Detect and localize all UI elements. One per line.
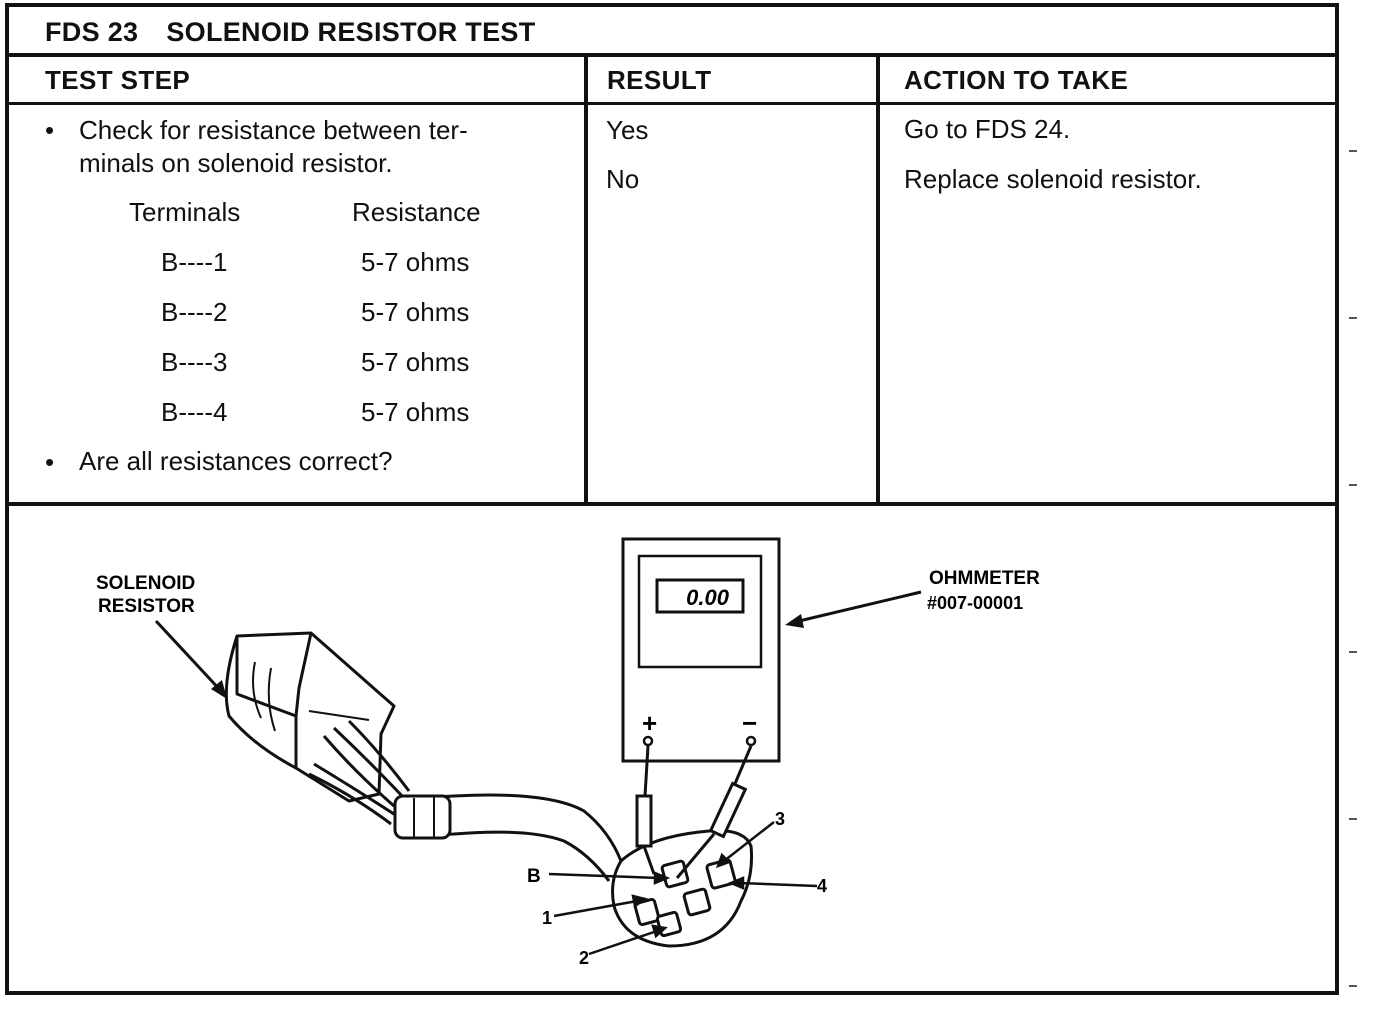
solenoid-pointer-arrow xyxy=(154,619,227,699)
action-no: Replace solenoid resistor. xyxy=(904,164,1202,194)
instruction-line-1: Check for resistance between ter- xyxy=(79,115,468,145)
test-step-question: Are all resistances correct? xyxy=(79,446,393,476)
resistance-cell: 5-7 ohms xyxy=(361,347,470,377)
ohmmeter-model-label: #007-00001 xyxy=(927,593,1023,613)
terminal-3-label: 3 xyxy=(775,809,785,829)
header-action: ACTION TO TAKE xyxy=(904,65,1129,95)
margin-tick xyxy=(1349,818,1357,820)
resistance-header: Resistance xyxy=(352,197,481,227)
ohmmeter-display xyxy=(655,578,745,614)
instruction-line-2: minals on solenoid resistor. xyxy=(79,148,393,178)
terminal-1-label: 1 xyxy=(542,908,552,928)
margin-tick xyxy=(1349,484,1357,486)
column-divider-2 xyxy=(876,55,880,504)
terminal-b-label: B xyxy=(527,866,541,887)
action-yes: Go to FDS 24. xyxy=(904,114,1071,144)
positive-jack xyxy=(642,735,654,747)
negative-terminal-label: − xyxy=(742,708,757,738)
document-title: FDS 23 SOLENOID RESISTOR TEST xyxy=(45,17,536,48)
terminals-cell: B----2 xyxy=(161,297,228,327)
positive-terminal-label: + xyxy=(642,708,657,738)
ohmmeter-label: OHMMETER xyxy=(929,568,1040,589)
result-no: No xyxy=(606,164,640,194)
test-leads xyxy=(635,745,753,879)
margin-tick xyxy=(1349,317,1357,319)
terminals-header: Terminals xyxy=(129,197,241,227)
resistance-cell: 5-7 ohms xyxy=(361,247,470,277)
terminal-2-label: 2 xyxy=(579,948,589,968)
resistance-cell: 5-7 ohms xyxy=(361,397,470,427)
ohmmeter-test-diagram: SOLENOID RESISTOR OHMMETER #007-00001 xyxy=(96,537,1040,968)
header-test-step: TEST STEP xyxy=(45,65,191,95)
document-title-text: SOLENOID RESISTOR TEST xyxy=(166,17,536,47)
header-result: RESULT xyxy=(607,65,712,95)
ohmmeter-pointer-arrow xyxy=(785,590,922,628)
ohmmeter-reading: 0.00 xyxy=(686,585,730,610)
negative-jack xyxy=(745,735,757,747)
solenoid-label: RESISTOR xyxy=(98,596,195,617)
harness-connector xyxy=(611,829,753,948)
terminals-cell: B----1 xyxy=(161,247,228,277)
terminals-cell: B----4 xyxy=(161,397,228,427)
solenoid-wires xyxy=(308,719,411,826)
column-divider-1 xyxy=(584,55,588,504)
bullet-icon: • xyxy=(45,447,55,477)
resistance-cell: 5-7 ohms xyxy=(361,297,470,327)
terminal-callouts xyxy=(548,821,818,956)
header-divider xyxy=(9,102,1335,105)
fds-document: FDS 23 SOLENOID RESISTOR TEST TEST STEP R… xyxy=(5,3,1339,995)
table-bottom-divider xyxy=(9,502,1335,506)
result-yes: Yes xyxy=(606,115,649,145)
title-divider xyxy=(9,53,1335,57)
margin-tick xyxy=(1349,150,1357,152)
margin-tick xyxy=(1349,651,1357,653)
ohmmeter-device: 0.00 + − xyxy=(621,537,781,763)
terminal-4-label: 4 xyxy=(817,876,827,896)
bullet-icon: • xyxy=(45,115,55,145)
wire-harness xyxy=(393,793,623,882)
solenoid-resistor-body xyxy=(224,631,396,803)
solenoid-label: SOLENOID xyxy=(96,573,195,594)
test-step-instruction: Check for resistance between ter- minals… xyxy=(79,114,468,180)
margin-tick xyxy=(1349,985,1357,987)
terminals-cell: B----3 xyxy=(161,347,228,377)
document-code: FDS 23 xyxy=(45,17,139,47)
